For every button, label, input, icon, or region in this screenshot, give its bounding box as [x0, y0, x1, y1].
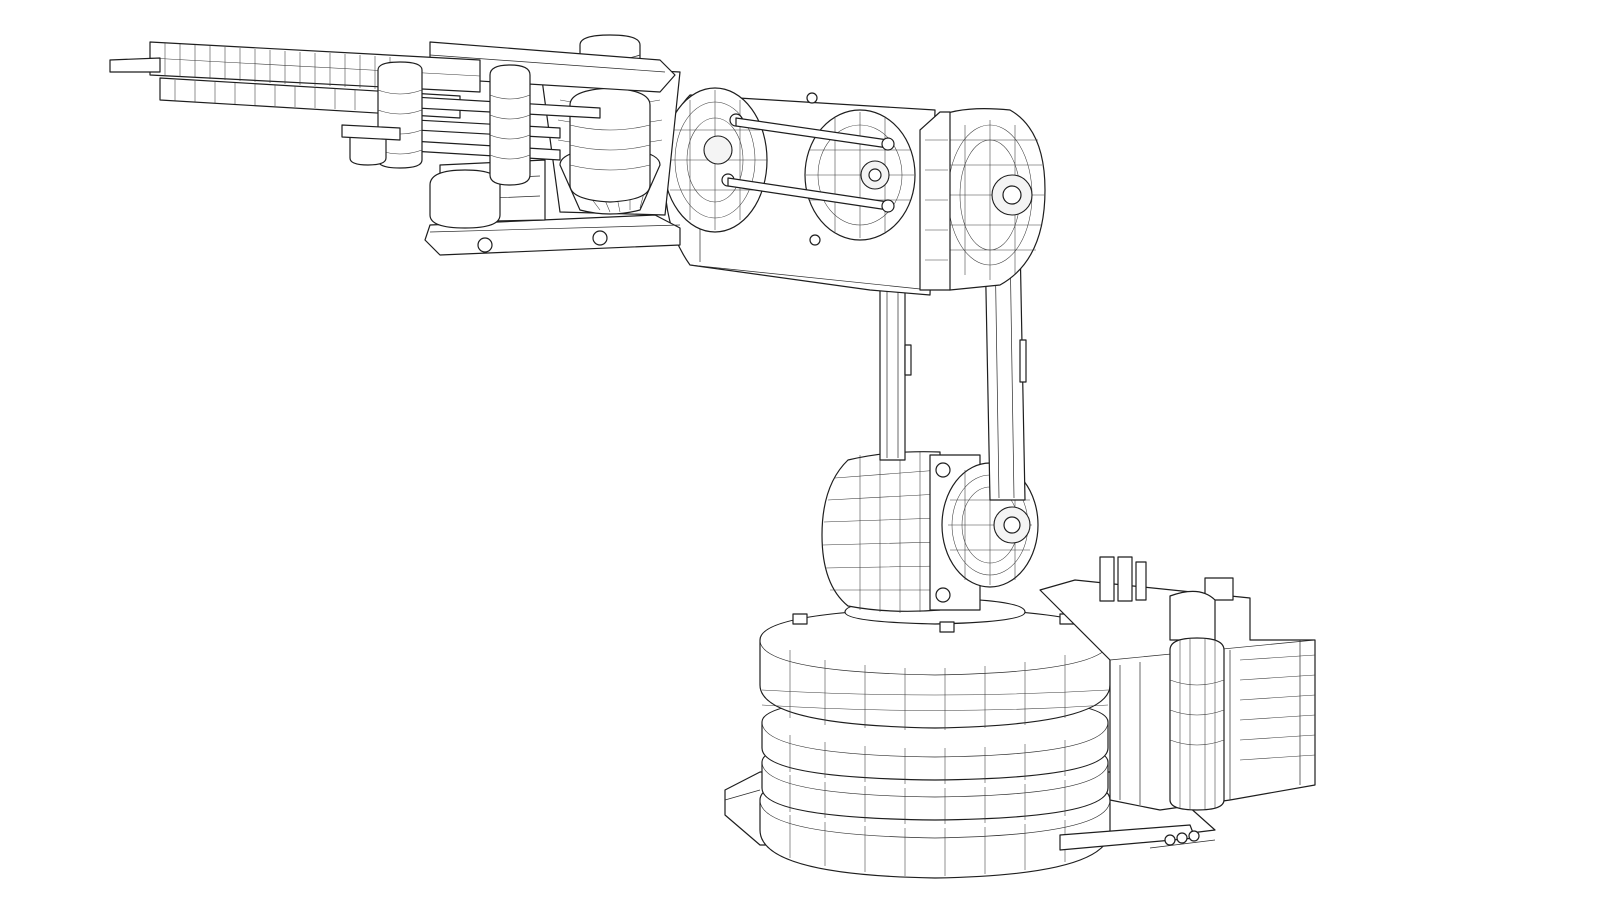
base-disc-stack — [724, 597, 1216, 879]
upper-arm-links — [879, 239, 1027, 501]
forearm-assembly — [662, 87, 951, 296]
wrist-gear-stack — [424, 34, 681, 256]
shoulder-joint — [821, 451, 1039, 613]
base-servo-housing — [1039, 556, 1316, 851]
gripper-rack — [109, 41, 676, 186]
